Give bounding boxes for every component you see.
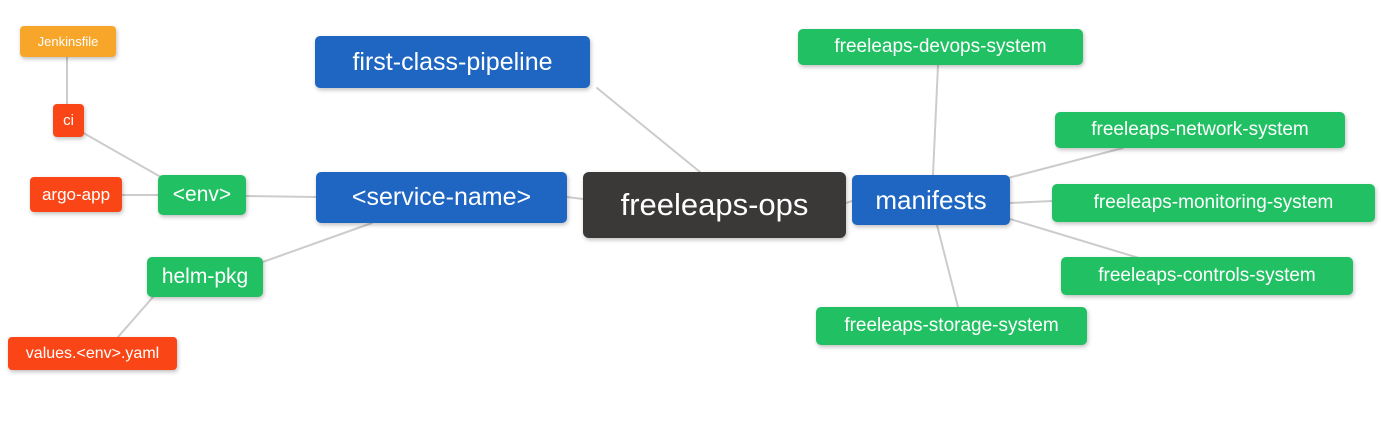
edge-manifests-devops — [932, 64, 939, 176]
node-freeleaps-controls-system[interactable]: freeleaps-controls-system — [1061, 257, 1353, 295]
edge-manifests-controls — [1009, 218, 1140, 259]
node-first-class-pipeline[interactable]: first-class-pipeline — [315, 36, 590, 88]
edge-helm-pkg-service-name — [259, 222, 373, 264]
edge-ci-env — [79, 130, 167, 181]
node-values-env-yaml[interactable]: values.<env>.yaml — [8, 337, 177, 370]
node-jenkinsfile[interactable]: Jenkinsfile — [20, 26, 116, 57]
node-ci[interactable]: ci — [53, 104, 84, 137]
edge-manifests-storage — [936, 224, 959, 308]
node-manifests[interactable]: manifests — [852, 175, 1010, 225]
node-freeleaps-ops-root[interactable]: freeleaps-ops — [583, 172, 846, 238]
edge-manifests-monitoring — [1009, 200, 1053, 204]
node-freeleaps-monitoring-system[interactable]: freeleaps-monitoring-system — [1052, 184, 1375, 222]
edge-fcp-freeleaps-ops — [596, 87, 701, 173]
node-freeleaps-network-system[interactable]: freeleaps-network-system — [1055, 112, 1345, 148]
node-argo-app[interactable]: argo-app — [30, 177, 122, 212]
node-freeleaps-devops-system[interactable]: freeleaps-devops-system — [798, 29, 1083, 65]
node-env[interactable]: <env> — [158, 175, 246, 215]
edge-freeleaps-ops-manifests — [845, 200, 853, 204]
node-freeleaps-storage-system[interactable]: freeleaps-storage-system — [816, 307, 1087, 345]
edge-values-helm-pkg — [117, 296, 154, 338]
edge-manifests-network — [1007, 147, 1124, 179]
node-service-name[interactable]: <service-name> — [316, 172, 567, 223]
node-helm-pkg[interactable]: helm-pkg — [147, 257, 263, 297]
edge-env-service-name — [245, 195, 317, 198]
edge-service-name-freeleaps-ops — [566, 196, 584, 200]
